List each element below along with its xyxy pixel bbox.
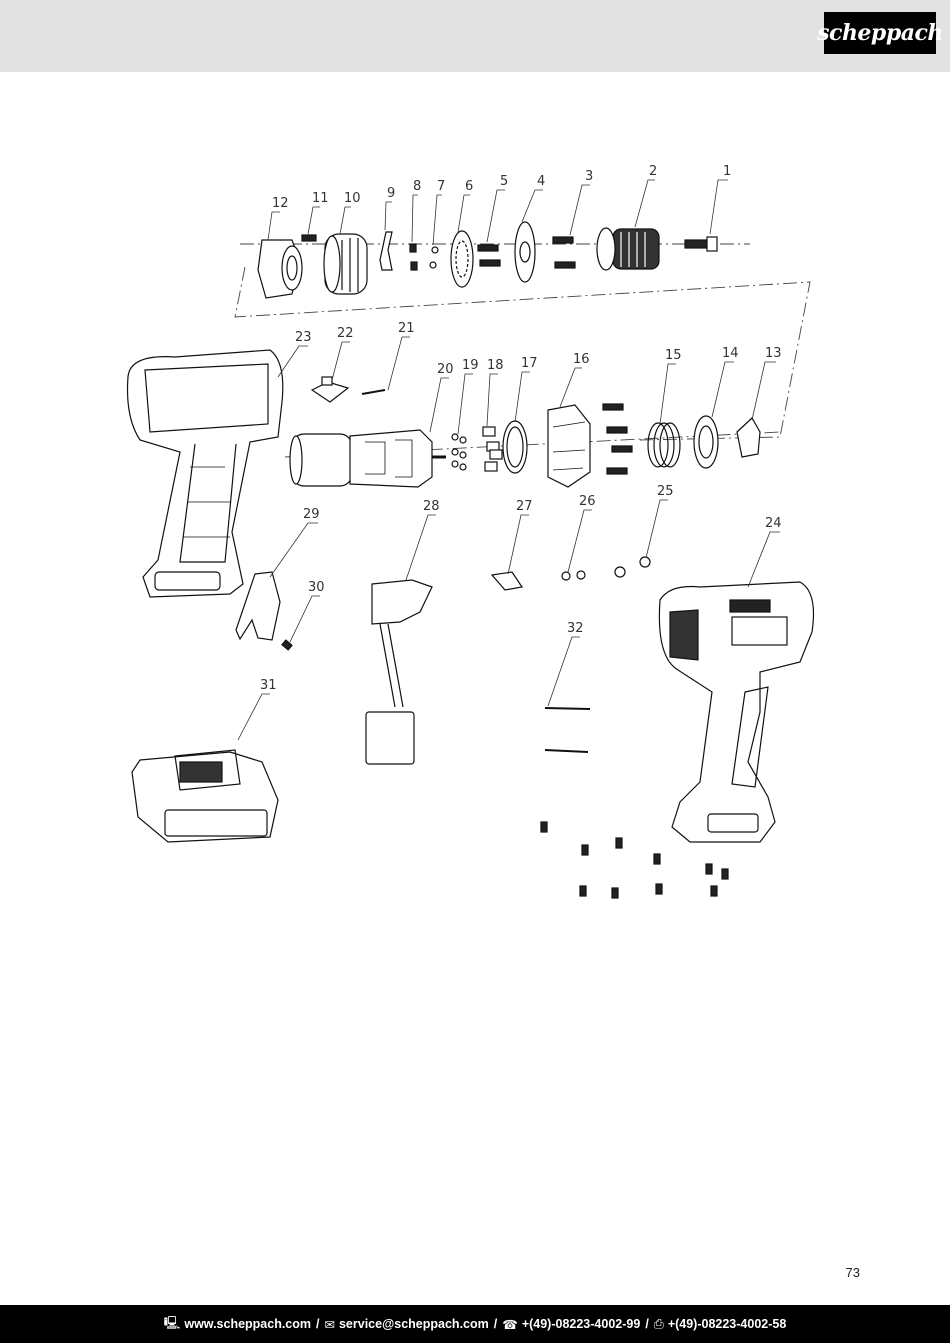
footer-phone-text: +(49)-08223-4002-99 [521,1317,641,1331]
callout-28: 28 [423,499,440,514]
part-chuck-screw [684,236,718,252]
part-screw-11 [301,234,317,242]
callout-numbers: 1 2 3 4 5 6 7 8 9 10 11 12 13 14 15 16 1… [260,164,782,693]
footer-email[interactable]: ✉ service@scheppach.com [325,1317,489,1332]
callout-7: 7 [437,179,445,194]
part-springs-8 [409,243,418,271]
callout-32: 32 [567,621,584,636]
callout-27: 27 [516,499,533,514]
part-screws-3 [552,236,576,269]
part-ring-6 [450,230,474,288]
callout-3: 3 [585,169,593,184]
callout-17: 17 [521,356,538,371]
callout-5: 5 [500,174,508,189]
footer-contact-bar: 🖳 www.scheppach.com / ✉ service@scheppac… [0,1305,950,1343]
part-housing-right-24 [658,581,815,843]
computer-icon: 🖳 [163,1315,181,1330]
footer-web[interactable]: 🖳 www.scheppach.com [164,1314,311,1335]
footer-separator: / [645,1317,649,1331]
callout-1: 1 [723,164,731,179]
footer-separator: / [316,1317,320,1331]
part-gears-18 [482,426,503,472]
callout-6: 6 [465,179,473,194]
callout-2: 2 [649,164,657,179]
callout-9: 9 [387,186,395,201]
part-torque-collar-10 [323,233,368,295]
callout-25: 25 [657,484,674,499]
callout-23: 23 [295,330,312,345]
part-gear-slider-29 [235,571,281,641]
part-housing-left-23 [126,349,284,598]
part-chuck [596,227,660,271]
exploded-view-diagram: 1 2 3 4 5 6 7 8 9 10 11 12 13 14 15 16 1… [0,72,950,1302]
callout-29: 29 [303,507,320,522]
footer-web-text: www.scheppach.com [184,1317,312,1331]
brand-logo: scheppach [817,12,943,54]
part-screws-16 [602,403,633,475]
part-clip-27 [490,571,524,591]
footer-fax: ⎙ +(49)-08223-4002-58 [654,1317,787,1332]
callout-20: 20 [437,362,454,377]
part-gear-housing-12 [257,239,303,299]
callout-30: 30 [308,580,325,595]
callout-31: 31 [260,678,277,693]
part-gear-selector-13 [736,417,761,458]
footer-fax-text: +(49)-08223-4002-58 [667,1317,787,1331]
callout-19: 19 [462,358,479,373]
callout-11: 11 [312,191,329,206]
callout-4: 4 [537,174,545,189]
part-pin-21 [361,389,386,395]
part-screws-5 [477,244,501,267]
callout-18: 18 [487,358,504,373]
footer-separator: / [493,1317,498,1331]
callout-14: 14 [722,346,739,361]
part-clutch-plate-4 [514,221,536,283]
callout-21: 21 [398,321,415,336]
callout-10: 10 [344,191,361,206]
part-switch-assembly-28 [365,579,433,765]
part-ring-gear-17 [502,420,528,474]
callout-22: 22 [337,326,354,341]
header-band [0,0,950,72]
footer-email-text: service@scheppach.com [338,1317,489,1331]
fax-icon: ⎙ [653,1316,664,1331]
callout-leader-lines [237,179,780,741]
page-number: 73 [845,1265,860,1280]
telephone-icon: ☎ [502,1317,518,1332]
part-balls-7 [429,246,439,269]
part-washers-19 [451,433,467,471]
part-labels-32 [544,707,591,753]
callout-24: 24 [765,516,782,531]
callout-13: 13 [765,346,782,361]
part-housing-screws [540,821,729,899]
part-nuts-25 [614,556,651,578]
part-battery-31 [131,749,279,843]
callout-16: 16 [573,352,590,367]
footer-phone: ☎ +(49)-08223-4002-99 [502,1317,640,1332]
part-spring-15 [647,422,681,468]
part-gearbox-16 [547,404,591,488]
callout-8: 8 [413,179,421,194]
part-rings-26 [561,570,586,581]
callout-12: 12 [272,196,289,211]
part-motor-20 [289,429,446,488]
part-ring-14 [693,415,719,469]
callout-26: 26 [579,494,596,509]
envelope-icon: ✉ [324,1317,335,1332]
part-switch-22 [310,376,350,403]
callout-15: 15 [665,348,682,363]
part-clip-9 [379,231,393,271]
part-screw-30 [281,639,293,651]
